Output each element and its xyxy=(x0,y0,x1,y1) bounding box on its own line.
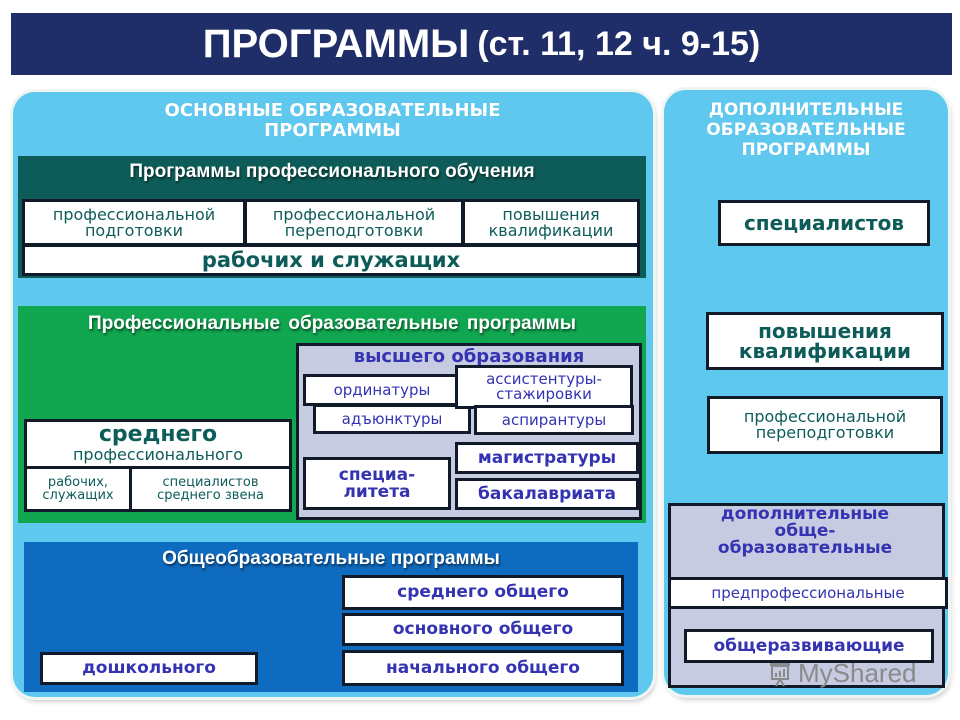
additional-general-title: дополнительные обще-образовательные xyxy=(717,504,893,558)
additional-qualification: повышения квалификации xyxy=(706,312,944,370)
higher-adjunct: адъюнктуры xyxy=(313,404,471,434)
watermark-text: MyShared xyxy=(798,658,917,688)
title-main: ПРОГРАММЫ xyxy=(202,21,470,66)
secondary-prof-mid-specialists: специалистов среднего звена xyxy=(129,466,292,512)
secondary-prof-box: среднего профессионального xyxy=(24,419,292,469)
higher-assistantship: ассистентуры-стажировки xyxy=(455,365,633,409)
higher-postgrad: аспирантуры xyxy=(474,405,634,435)
prof-training-item-1: профессиональной подготовки xyxy=(22,199,246,246)
higher-education-title: высшего образования xyxy=(353,346,585,367)
title-reference: (ст. 11, 12 ч. 9-15) xyxy=(477,24,761,63)
main-programs-title: ОСНОВНЫЕ ОБРАЗОВАТЕЛЬНЫЕ ПРОГРАММЫ xyxy=(164,100,501,141)
additional-preprofessional: предпрофессиональные xyxy=(668,577,948,609)
higher-bachelors: бакалавриата xyxy=(455,478,639,510)
additional-specialists: специалистов xyxy=(718,200,930,246)
prof-training-item-3: повышения квалификации xyxy=(462,199,640,246)
page-title: ПРОГРАММЫ (ст. 11, 12 ч. 9-15) xyxy=(11,13,952,75)
prof-education-title: Профессиональные образовательные програм… xyxy=(88,313,576,334)
general-primary: начального общего xyxy=(342,650,624,686)
higher-masters: магистратуры xyxy=(455,442,639,474)
secondary-prof-subtitle: профессионального xyxy=(72,445,244,464)
watermark: MyShared xyxy=(768,658,917,689)
higher-specialist: специа-литета xyxy=(303,457,451,510)
higher-residency: ординатуры xyxy=(303,374,461,406)
secondary-prof-title: среднего xyxy=(98,422,218,447)
general-secondary: среднего общего xyxy=(342,575,624,610)
general-basic: основного общего xyxy=(342,613,624,646)
prof-training-item-2: профессиональной переподготовки xyxy=(244,199,464,246)
secondary-prof-workers: рабочих, служащих xyxy=(24,466,132,512)
additional-programs-title: ДОПОЛНИТЕЛЬНЫЕ ОБРАЗОВАТЕЛЬНЫЕ ПРОГРАММЫ xyxy=(706,100,906,160)
general-preschool: дошкольного xyxy=(40,652,258,685)
prof-training-title: Программы профессионального обучения xyxy=(129,161,535,182)
prof-training-footer: рабочих и служащих xyxy=(22,244,640,276)
presentation-chart-icon xyxy=(770,662,790,686)
general-education-title: Общеобразовательные программы xyxy=(162,548,500,569)
additional-retraining: профессиональной переподготовки xyxy=(707,396,943,454)
additional-developmental: общеразвивающие xyxy=(684,629,934,663)
